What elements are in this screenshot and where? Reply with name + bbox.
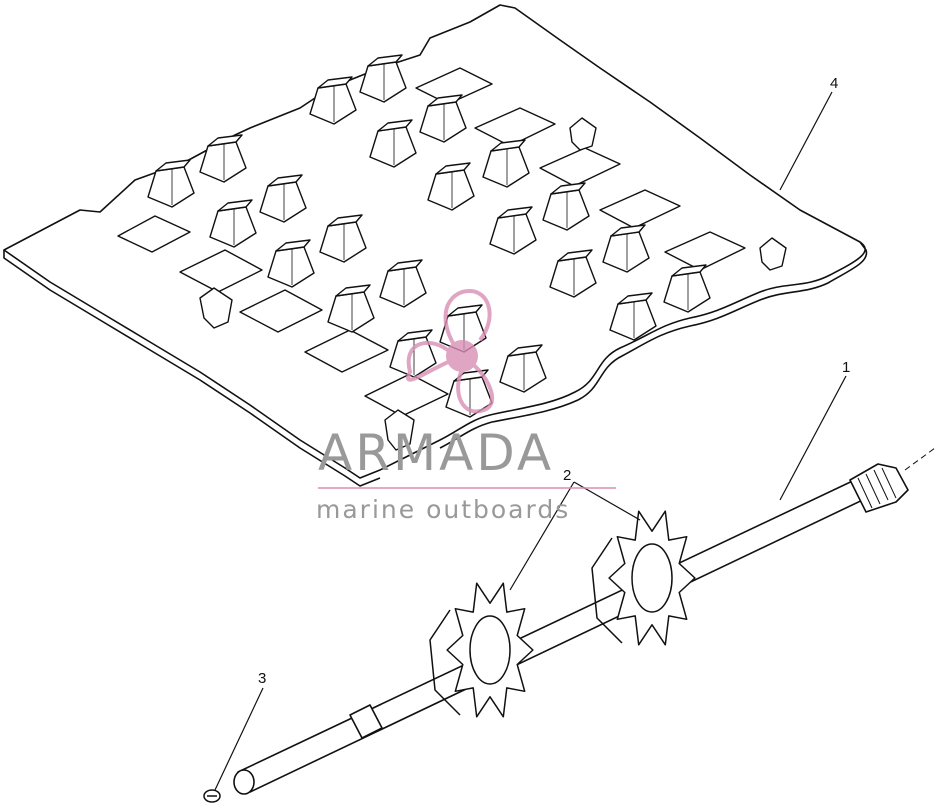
watermark-rule — [318, 487, 616, 489]
watermark-brand: ARMADA — [318, 424, 555, 482]
track-lug — [359, 54, 407, 103]
track-lug — [427, 162, 475, 211]
track-lug — [549, 249, 597, 298]
drive-sprocket — [591, 510, 696, 646]
leader-line-4 — [779, 91, 833, 191]
track-lug — [259, 174, 307, 223]
track-lug — [663, 264, 711, 313]
leader-line-1 — [779, 375, 847, 501]
track-clip — [759, 237, 787, 271]
track-clip — [569, 117, 597, 151]
track-lug — [309, 76, 357, 125]
track-plate-right-edge — [439, 241, 868, 449]
track-lugs — [147, 54, 711, 418]
track-lug — [482, 139, 530, 188]
shaft-centerline — [904, 447, 935, 471]
watermark-tagline: marine outboards — [316, 495, 571, 524]
track-plate — [3, 4, 868, 487]
track-lug — [267, 239, 315, 288]
track-plate-top-face — [3, 4, 866, 479]
callout-4: 4 — [830, 75, 839, 92]
bolt — [203, 789, 221, 803]
leader-line-3 — [214, 687, 264, 791]
track-clip — [199, 287, 233, 329]
track-lug — [319, 214, 367, 263]
track-lug — [369, 119, 417, 168]
shaft-step — [349, 704, 383, 739]
shaft-splines — [857, 467, 897, 509]
track-lug — [419, 94, 467, 143]
callout-2: 2 — [563, 467, 572, 484]
propeller-logo-icon — [406, 289, 495, 414]
track-lug — [199, 134, 247, 183]
track-windows — [117, 67, 746, 417]
track-lug — [147, 159, 195, 208]
shaft-spline-section — [849, 463, 909, 513]
track-plate-front-edge — [3, 250, 381, 487]
shaft-end-face — [233, 769, 255, 795]
track-clip — [384, 409, 415, 451]
track-lug — [489, 206, 537, 255]
drive-sprocket — [429, 582, 534, 718]
track-lug — [379, 259, 427, 308]
callout-1: 1 — [842, 359, 851, 376]
track-lug — [209, 199, 257, 248]
track-clips — [199, 117, 787, 451]
track-lug — [499, 344, 547, 393]
callout-3: 3 — [258, 670, 267, 687]
track-lug — [327, 284, 375, 333]
track-lug — [542, 182, 590, 231]
track-lug — [602, 224, 650, 273]
track-lug — [609, 292, 657, 341]
drive-sprockets — [429, 510, 696, 718]
